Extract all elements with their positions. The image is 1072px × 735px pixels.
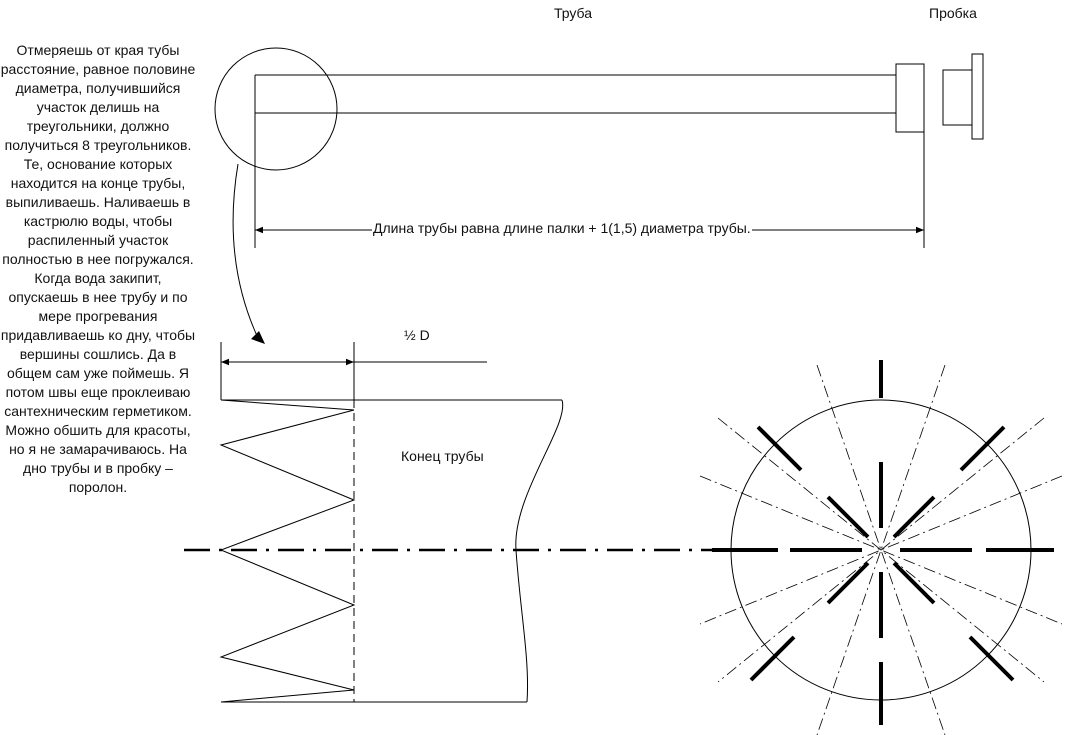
half-d-label: ½ D xyxy=(404,327,430,343)
cut-marks xyxy=(712,360,1054,725)
pipe-end-detail xyxy=(219,342,564,703)
cut-mark xyxy=(959,425,1006,472)
plug-body xyxy=(942,69,973,126)
plug-on-pipe xyxy=(895,63,925,133)
cut-mark xyxy=(826,495,870,539)
center-line xyxy=(717,417,1045,683)
detail-circle xyxy=(214,47,338,171)
cut-mark xyxy=(968,635,1015,682)
cut-mark xyxy=(892,561,936,605)
cut-mark xyxy=(749,635,796,682)
center-line xyxy=(699,475,1063,625)
pipe-end-view xyxy=(699,360,1063,735)
center-line xyxy=(699,475,1063,625)
cut-mark xyxy=(892,495,936,539)
leader-arrow-head xyxy=(251,331,265,344)
cut-mark xyxy=(756,425,803,472)
cut-mark xyxy=(826,561,870,605)
pipe-label: Труба xyxy=(554,5,593,21)
center-lines xyxy=(699,364,1063,735)
detail-leader-curve xyxy=(232,163,259,339)
instructions-text: Отмеряешь от края тубы расстояние, равно… xyxy=(0,42,196,495)
pipe-end-label: Конец трубы xyxy=(401,448,484,464)
pipe-side-view xyxy=(214,47,984,339)
plug-flange xyxy=(971,53,984,140)
length-note: Длина трубы равна длине палки + 1(1,5) д… xyxy=(372,220,752,236)
plug-label: Пробка xyxy=(929,5,977,21)
